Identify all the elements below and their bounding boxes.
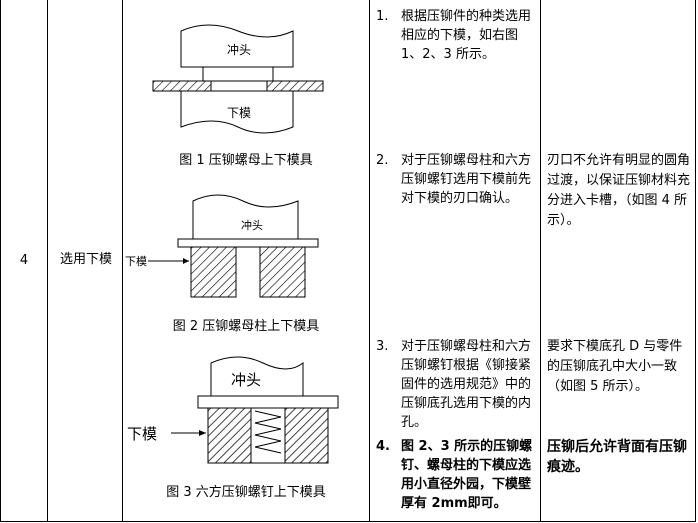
figures-cell: 冲头 下模 图 1 压铆螺母上下模具 冲头 下模 图 2 压铆螺母柱上下模具 冲… xyxy=(122,0,370,522)
step-1: 1.根据压铆件的种类选用相应的下模，如右图 1、2、3 所示。 xyxy=(376,9,532,62)
step-2: 2.对于压铆螺母柱和六方压铆螺钉选用下模前先对下模的刃口确认。 xyxy=(376,153,532,206)
note-2: 刃口不允许有明显的圆角过渡，以保证压铆材料充分进入卡槽，（如图 4 所示）。 xyxy=(547,153,691,228)
note-3: 要求下模底孔 D 与零件的压铆底孔中大小一致（如图 5 所示）。 xyxy=(547,339,683,394)
die-label: 下模 xyxy=(127,425,157,443)
step-3: 3.对于压铆螺母柱和六方压铆螺钉根据《铆接紧固件的选用规范》中的压铆底孔选用下模… xyxy=(376,339,532,430)
notes-cell: 刃口不允许有明显的圆角过渡，以保证压铆材料充分进入卡槽，（如图 4 所示）。 要… xyxy=(540,0,696,522)
row-index: 4 xyxy=(0,0,48,522)
figure-2-diagram: 冲头 下模 xyxy=(125,194,319,298)
punch-label: 冲头 xyxy=(241,218,263,232)
step-4: 4.图 2、3 所示的压铆螺钉、螺母柱的下模应选用小直径外园，下模壁厚有 2mm… xyxy=(376,439,533,511)
step-title: 选用下模 xyxy=(47,0,123,522)
figure-1-diagram: 冲头 下模 xyxy=(152,24,324,134)
figure-1-caption: 图 1 压铆螺母上下模具 xyxy=(179,153,313,168)
punch-label: 冲头 xyxy=(231,371,261,389)
steps-cell: 1.根据压铆件的种类选用相应的下模，如右图 1、2、3 所示。 2.对于压铆螺母… xyxy=(369,0,541,522)
figure-3-diagram: 冲头 下模 xyxy=(127,356,339,464)
die-label: 下模 xyxy=(125,255,147,268)
note-4: 压铆后允许背面有压铆痕迹。 xyxy=(547,439,687,475)
figure-2-caption: 图 2 压铆螺母柱上下模具 xyxy=(172,319,320,334)
die-label: 下模 xyxy=(227,106,251,120)
figure-3-caption: 图 3 六方压铆螺钉上下模具 xyxy=(166,485,326,500)
punch-label: 冲头 xyxy=(227,42,251,57)
